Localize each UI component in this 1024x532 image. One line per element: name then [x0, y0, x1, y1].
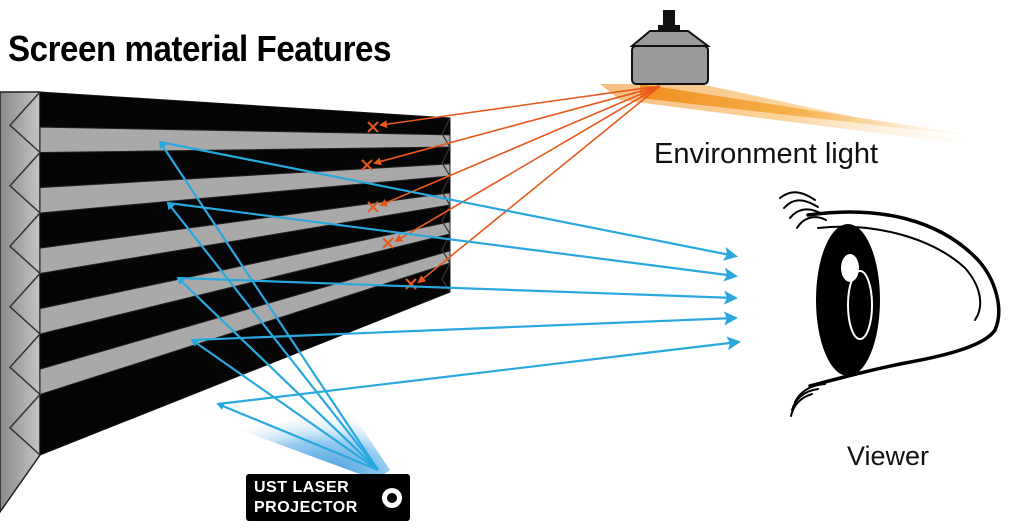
- screen-material: [8, 91, 451, 456]
- x-mark-stroke: [367, 201, 379, 213]
- projector-ray-reflected: [159, 140, 738, 261]
- screen-right-edge: [441, 117, 451, 293]
- x-mark-stroke: [367, 121, 379, 133]
- viewer-label: Viewer: [847, 441, 930, 471]
- ust-laser-projector: UST LASER PROJECTOR: [246, 474, 410, 521]
- screen-zigzag-edge: [8, 91, 42, 456]
- ambient-ray: [394, 85, 661, 243]
- lens-icon: [382, 488, 402, 508]
- projector-ray-incident: [190, 338, 379, 471]
- projector-ray-reflected: [217, 336, 741, 406]
- x-mark-icon: [382, 237, 394, 249]
- projector-label-line2: PROJECTOR: [254, 499, 358, 516]
- ambient-rays: [361, 85, 661, 290]
- ambient-ray: [373, 85, 661, 166]
- ambient-ray: [379, 85, 661, 207]
- x-mark-stroke: [361, 159, 373, 171]
- projector-ray-reflected: [177, 276, 738, 305]
- projector-label-line1: UST LASER: [254, 479, 350, 496]
- environment-light-label: Environment light: [654, 138, 879, 170]
- projector-ray-incident: [216, 402, 379, 472]
- projector-ray-reflected: [191, 311, 738, 342]
- x-mark-icon: [367, 201, 379, 213]
- projector-ray-reflected: [167, 201, 738, 282]
- ambient-ray: [417, 85, 661, 284]
- projector-ray-incident: [176, 276, 379, 471]
- ambient-ray: [379, 85, 661, 129]
- x-mark-icon: [367, 121, 379, 133]
- ceiling-lamp-icon: [629, 10, 711, 85]
- projector-rays: [158, 140, 741, 472]
- projector-ray-incident: [158, 140, 379, 471]
- eye-icon: [779, 191, 1001, 417]
- diagram-title: Screen material Features: [8, 28, 391, 69]
- ambient-light-glow-lower: [600, 84, 1010, 150]
- x-mark-stroke: [382, 237, 394, 249]
- x-mark-icon: [361, 159, 373, 171]
